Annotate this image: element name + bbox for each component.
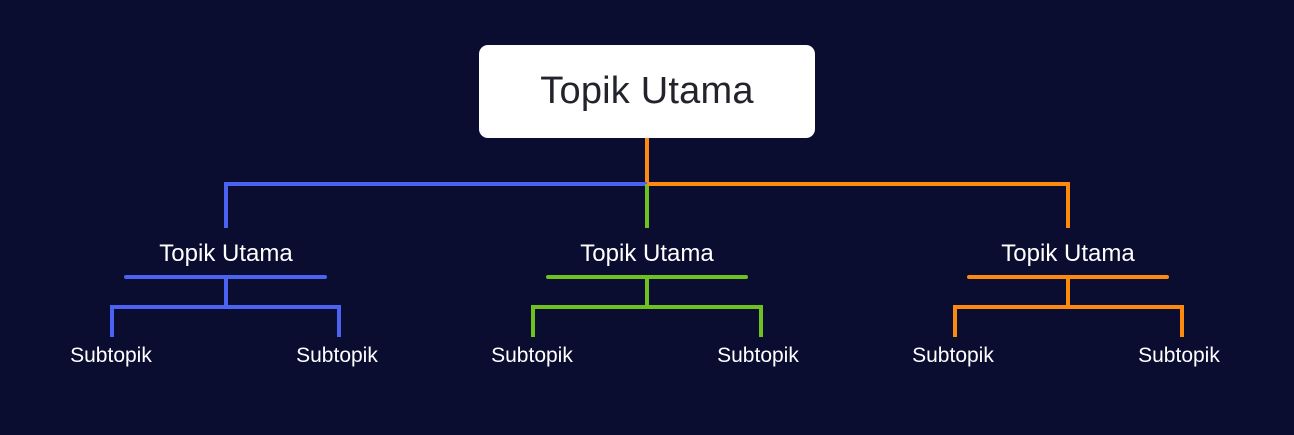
subtree-bracket-middle [531, 305, 763, 337]
subtopic-right-2[interactable]: Subtopik [1138, 344, 1220, 367]
subtopic-left-1[interactable]: Subtopik [70, 344, 152, 367]
branch-line-left [224, 182, 647, 228]
subtopic-middle-2[interactable]: Subtopik [717, 344, 799, 367]
subtopic-middle-1[interactable]: Subtopik [491, 344, 573, 367]
subtopic-left-2[interactable]: Subtopik [296, 344, 378, 367]
subtopic-right-1[interactable]: Subtopik [912, 344, 994, 367]
subtree-bracket-right [953, 305, 1184, 337]
root-topic-node[interactable]: Topik Utama [479, 45, 815, 138]
branch-topic-middle[interactable]: Topik Utama [580, 240, 714, 267]
branch-topic-right[interactable]: Topik Utama [1001, 240, 1135, 267]
subtree-bracket-left [110, 305, 341, 337]
root-topic-label: Topik Utama [540, 70, 754, 112]
branch-line-right [647, 182, 1070, 228]
branch-topic-left[interactable]: Topik Utama [159, 240, 293, 267]
